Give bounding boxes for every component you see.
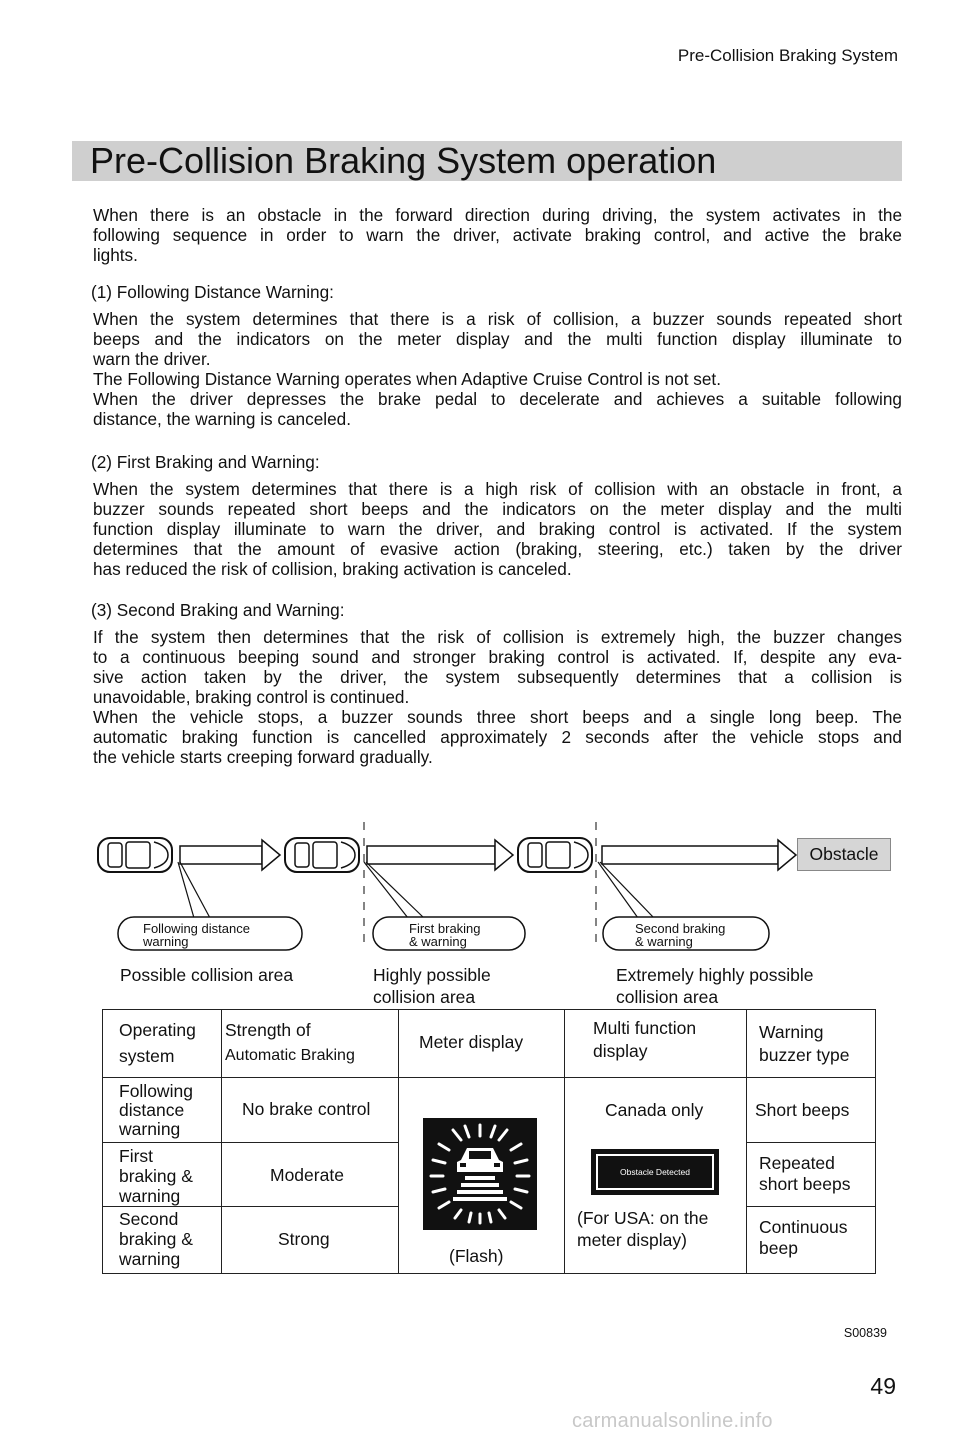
step-1-line: warn the driver.: [93, 349, 211, 369]
step-1-line: beeps and the indicators on the meter di…: [93, 329, 902, 349]
intro-paragraph: When there is an obstacle in the forward…: [93, 205, 902, 265]
canada-only-label: Canada only: [605, 1100, 704, 1120]
figure-code: S00839: [843, 1326, 887, 1340]
intro-line: When there is an obstacle in the forward…: [93, 205, 902, 225]
step-3-line: the vehicle starts creeping forward grad…: [93, 747, 433, 767]
callout-pill: [597, 861, 770, 951]
step-3-body: If the system then determines that the r…: [93, 627, 902, 767]
arrow-icon: [601, 838, 798, 872]
running-header: Pre-Collision Braking System: [677, 46, 898, 65]
step-1-line: When the driver depresses the brake peda…: [93, 389, 902, 409]
car-icon: [517, 837, 593, 873]
pill-label: First braking& warning: [409, 921, 481, 949]
step-3-line: If the system then determines that the r…: [93, 627, 902, 647]
car-icon: [97, 837, 173, 873]
collision-sequence-diagram: [97, 822, 798, 951]
step-1-heading: (1) Following Distance Warning:: [91, 282, 334, 302]
step-3-line: to a continuous beeping sound and strong…: [93, 647, 902, 667]
step-2-body: When the system determines that there is…: [93, 479, 902, 579]
strength-cell: Moderate: [221, 1142, 399, 1207]
step-2-heading: (2) First Braking and Warning:: [91, 452, 320, 472]
step-2-line: determines that the amount of evasive ac…: [93, 539, 902, 559]
obstacle-detected-text: Obstacle Detected: [620, 1167, 690, 1177]
meter-caption: (Flash): [449, 1246, 504, 1266]
step-3-line: sive action taken by the driver, the sys…: [93, 667, 902, 687]
intro-line: lights.: [93, 245, 138, 265]
area-label: Possible collision area: [120, 965, 294, 985]
pre-collision-warning-icon: [423, 1118, 537, 1230]
page-number: 49: [870, 1373, 896, 1399]
step-3-line: When the vehicle stops, a buzzer sounds …: [93, 707, 902, 727]
mfd-screen: Obstacle Detected: [591, 1149, 719, 1195]
section-title: Pre-Collision Braking System operation: [90, 140, 717, 181]
step-2-line: When the system determines that there is…: [93, 479, 902, 499]
callout-pill: [363, 861, 526, 951]
watermark: carmanualsonline.info: [572, 1410, 773, 1432]
buzzer-cell: Short beeps: [746, 1077, 876, 1143]
strength-cell: No brake control: [221, 1077, 399, 1143]
step-3-heading: (3) Second Braking and Warning:: [91, 600, 345, 620]
meter-display-cell: (Flash): [398, 1077, 565, 1274]
step-1-line: distance, the warning is canceled.: [93, 409, 351, 429]
pill-label: Second braking& warning: [635, 921, 726, 949]
step-3-line: unavoidable, braking control is continue…: [93, 687, 410, 707]
arrow-icon: [366, 838, 515, 872]
section-banner: [72, 141, 902, 181]
step-1-body: When the system determines that there is…: [93, 309, 902, 429]
step-2-line: has reduced the risk of collision, braki…: [93, 559, 572, 579]
step-2-line: buzzer sounds repeated short beeps and t…: [93, 499, 902, 519]
obstacle-label: Obstacle: [797, 838, 891, 871]
car-icon: [284, 837, 360, 873]
intro-line: following sequence in order to warn the …: [93, 225, 902, 245]
step-2-line: function display illuminate to warn the …: [93, 519, 902, 539]
arrow-icon: [179, 838, 282, 872]
multi-function-display-cell: Canada only Obstacle Detected (For USA: …: [564, 1077, 747, 1274]
step-1-line: The Following Distance Warning operates …: [93, 369, 721, 389]
header-meter-display: Meter display: [398, 1009, 565, 1078]
step-1-line: When the system determines that there is…: [93, 309, 902, 329]
callout-pill: [117, 861, 303, 951]
step-3-line: automatic braking function is cancelled …: [93, 727, 902, 747]
strength-cell: Strong: [221, 1206, 399, 1274]
